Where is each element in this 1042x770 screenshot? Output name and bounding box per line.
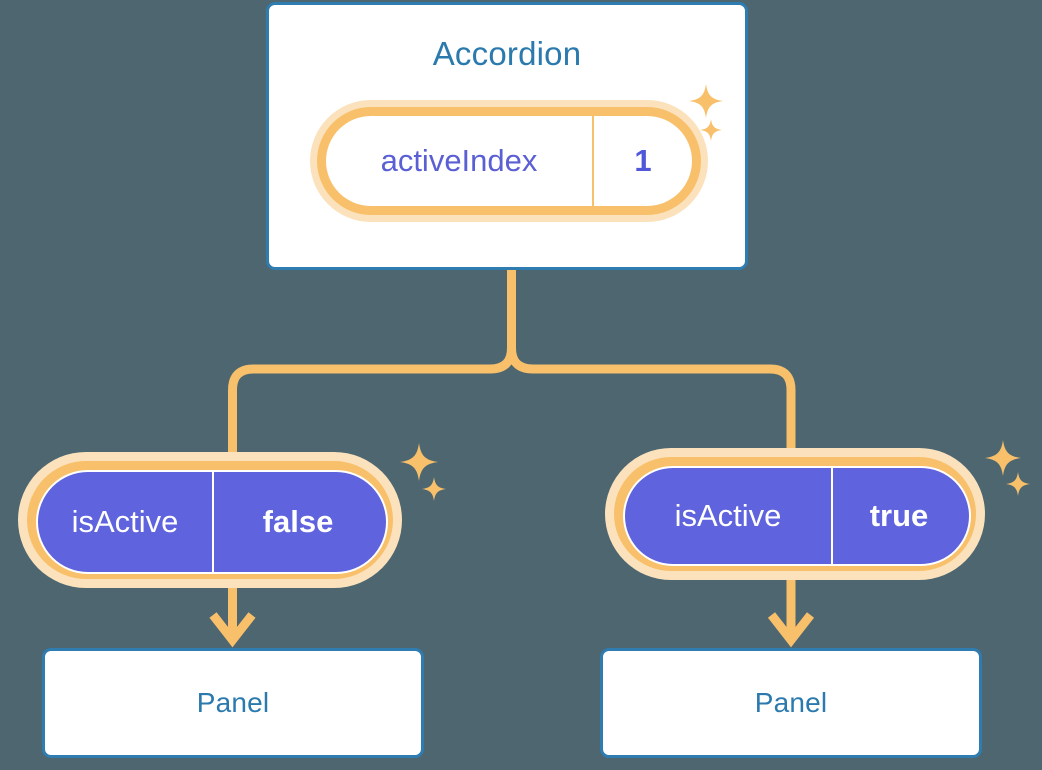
arrow-down-icon-left xyxy=(209,612,256,648)
state-value-label: true xyxy=(869,498,929,533)
pill-body: isActive true xyxy=(623,466,971,566)
connector-left-branch xyxy=(228,266,516,475)
panel-title: Panel xyxy=(196,687,270,718)
state-key-label: isActive xyxy=(38,472,214,572)
state-value-label: 1 xyxy=(634,143,652,178)
state-pill-active-index[interactable]: activeIndex 1 xyxy=(310,100,708,222)
state-pill-is-active-left[interactable]: isActive false xyxy=(18,452,402,588)
panel-title: Panel xyxy=(754,687,828,718)
arrow-down-icon-right xyxy=(767,612,815,648)
state-key-label: activeIndex xyxy=(326,116,594,206)
state-key-label: isActive xyxy=(625,468,833,564)
state-value-label: false xyxy=(262,504,334,539)
panel-card-right[interactable]: Panel xyxy=(600,648,982,758)
sparkle-icon xyxy=(400,443,438,481)
sparkle-icon xyxy=(422,477,446,501)
sparkle-icon xyxy=(985,440,1021,476)
pill-body: isActive false xyxy=(36,470,388,574)
accordion-title: Accordion xyxy=(432,35,582,72)
state-pill-is-active-right[interactable]: isActive true xyxy=(605,448,985,580)
panel-card-left[interactable]: Panel xyxy=(42,648,424,758)
sparkle-icon xyxy=(1006,472,1030,496)
connector-right-branch xyxy=(507,266,796,475)
pill-body: activeIndex 1 xyxy=(326,116,692,206)
